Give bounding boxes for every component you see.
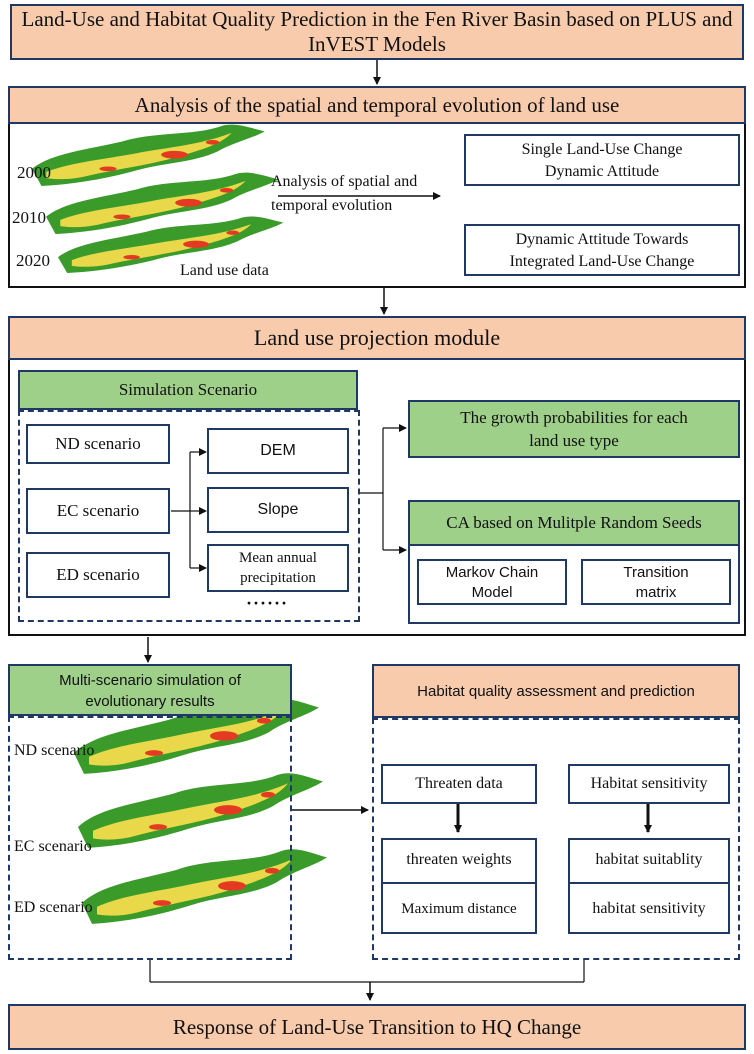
- transition-matrix-box: Transition matrix: [581, 559, 731, 605]
- markov-line2: Model: [471, 584, 513, 601]
- threaten-data-box: Threaten data: [381, 764, 537, 804]
- habitat-sensitivity-cell: habitat sensitivity: [592, 900, 706, 917]
- nd-scenario-result-label: ND scenario: [14, 742, 95, 759]
- markov-chain-box: Markov Chain Model: [417, 559, 567, 605]
- habitat-params-box: [568, 838, 730, 934]
- ca-header: CA based on Mulitple Random Seeds: [408, 500, 740, 546]
- year-2000-label: 2000: [17, 163, 51, 182]
- habitat-suitability-cell: habitat suitablity: [568, 838, 730, 884]
- maximum-distance-cell: Maximum distance: [401, 900, 517, 917]
- integrated-dynamic-line2: Integrated Land-Use Change: [509, 253, 695, 270]
- precipitation-factor-box: Mean annual precipitation: [207, 544, 349, 592]
- integrated-dynamic-attitude-box: Dynamic Attitude Towards Integrated Land…: [464, 224, 740, 276]
- growth-line2: land use type: [529, 431, 619, 450]
- precip-line1: Mean annual: [239, 550, 317, 566]
- ec-scenario-result-label: EC scenario: [14, 838, 92, 855]
- single-dynamic-line2: Dynamic Attitude: [544, 163, 660, 180]
- growth-probabilities-box: The growth probabilities for each land u…: [408, 400, 740, 458]
- land-use-data-label: Land use data: [180, 262, 269, 279]
- simulation-scenario-header: Simulation Scenario: [18, 370, 358, 410]
- growth-line1: The growth probabilities for each: [460, 408, 688, 427]
- ec-scenario-box: EC scenario: [26, 488, 170, 534]
- section1-header: Analysis of the spatial and temporal evo…: [8, 86, 746, 124]
- main-title: Land-Use and Habitat Quality Prediction …: [10, 4, 744, 60]
- nd-scenario-box: ND scenario: [26, 424, 170, 464]
- threaten-params-box: [381, 838, 537, 934]
- threaten-weights-cell: threaten weights: [381, 838, 537, 884]
- transition-line1: Transition: [623, 564, 689, 581]
- integrated-dynamic-line1: Dynamic Attitude Towards: [515, 231, 689, 248]
- single-dynamic-attitude-box: Single Land-Use Change Dynamic Attitude: [464, 134, 740, 186]
- markov-line1: Markov Chain: [445, 564, 539, 581]
- footer-conclusion: Response of Land-Use Transition to HQ Ch…: [8, 1004, 746, 1050]
- transition-line2: matrix: [635, 584, 677, 601]
- multi-line2: evolutionary results: [85, 693, 215, 710]
- multi-scenario-header: Multi-scenario simulation of evolutionar…: [8, 664, 292, 716]
- section2-header: Land use projection module: [8, 316, 746, 360]
- single-dynamic-line1: Single Land-Use Change: [521, 141, 683, 158]
- simulation-scenario-group: [18, 410, 360, 622]
- year-2020-label: 2020: [16, 251, 50, 270]
- habitat-quality-group: [372, 718, 740, 960]
- ed-scenario-result-label: ED scenario: [14, 899, 93, 916]
- precip-line2: precipitation: [240, 570, 316, 586]
- analysis-label-line2: temporal evolution: [271, 197, 393, 214]
- habitat-sensitivity-box: Habitat sensitivity: [568, 764, 730, 804]
- slope-factor-box: Slope: [207, 487, 349, 533]
- dem-factor-box: DEM: [207, 428, 349, 474]
- analysis-label-line1: Analysis of spatial and: [271, 173, 418, 190]
- multi-scenario-group: [8, 716, 292, 960]
- habitat-quality-header: Habitat quality assessment and predictio…: [372, 664, 740, 718]
- ed-scenario-box: ED scenario: [26, 552, 170, 598]
- multi-line1: Multi-scenario simulation of: [59, 672, 241, 689]
- more-factors-ellipsis: ······: [246, 593, 289, 613]
- year-2010-label: 2010: [12, 208, 46, 227]
